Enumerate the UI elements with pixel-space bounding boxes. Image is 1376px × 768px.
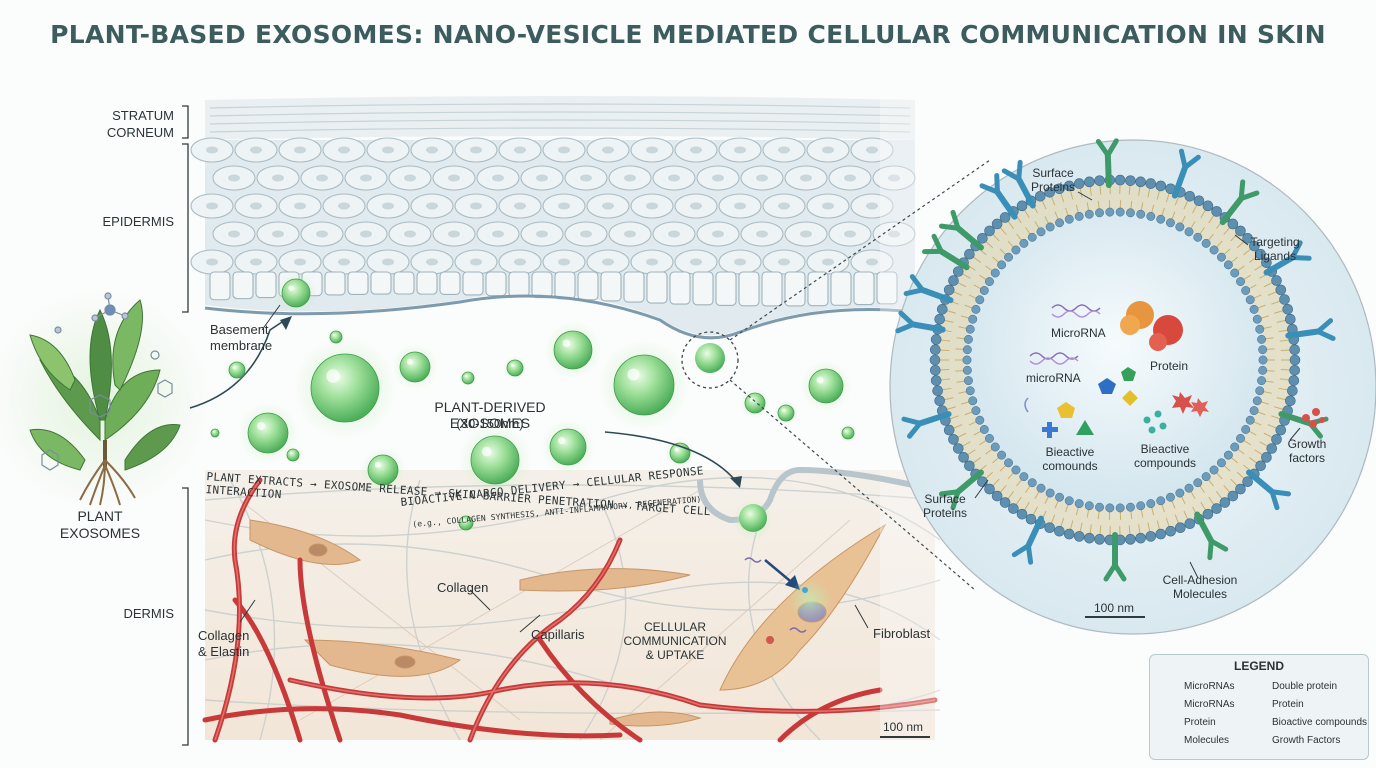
microrna-lower-label: microRNA (1026, 371, 1081, 385)
growth-factor-outside (1302, 408, 1325, 428)
exosomes-size-label: (30-150nm) (456, 416, 524, 431)
stratum-corneum-layer (205, 96, 915, 140)
layer-brackets (182, 105, 189, 746)
legend-item: Protein (1184, 717, 1216, 728)
bioactive-cargo (1042, 367, 1209, 438)
fibroblast-label: Fibroblast (873, 626, 931, 641)
page-title: PLANT-BASED EXOSOMES: NANO-VESICLE MEDIA… (50, 20, 1326, 49)
exosome-cross-section (889, 138, 1376, 635)
legend-item: Bioactive compounds (1272, 717, 1368, 728)
plant-derived-exosomes (209, 272, 857, 534)
scale-label-left: 100 nm (883, 720, 924, 734)
protein-cargo (1120, 301, 1183, 351)
legend-title: LEGEND (1233, 659, 1284, 673)
collagen-elastin-label: Collagen& Elastin (198, 628, 250, 659)
legend-item: Double protein (1272, 681, 1338, 692)
epidermis-label: EPIDERMIS (102, 214, 174, 229)
scale-label-vesicle: 100 nm (1094, 601, 1135, 615)
microrna-cargo (1024, 304, 1101, 413)
epidermis-layer (190, 137, 916, 340)
legend-item: MicroRNAs (1184, 681, 1235, 692)
legend-item: MicroRNAs (1184, 699, 1235, 710)
capillaries-label: Capillaris (531, 627, 585, 642)
legend-item: Protein (1272, 699, 1304, 710)
collagen-label: Collagen (437, 580, 489, 595)
plant-illustration (0, 290, 210, 510)
legend-item: Growth Factors (1272, 735, 1341, 746)
microrna-upper-label: MicroRNA (1051, 326, 1106, 340)
zoom-highlight (681, 331, 739, 389)
legend-box: LEGEND MicroRNAs Double protein MicroRNA… (1149, 654, 1369, 760)
protein-label: Protein (1150, 359, 1189, 373)
endocytosis-site (697, 466, 936, 644)
legend-item: Molecules (1184, 735, 1230, 746)
dermis-label: DERMIS (123, 606, 174, 621)
exosomes-label: PLANT-DERIVED EXOSOMES (434, 399, 546, 431)
